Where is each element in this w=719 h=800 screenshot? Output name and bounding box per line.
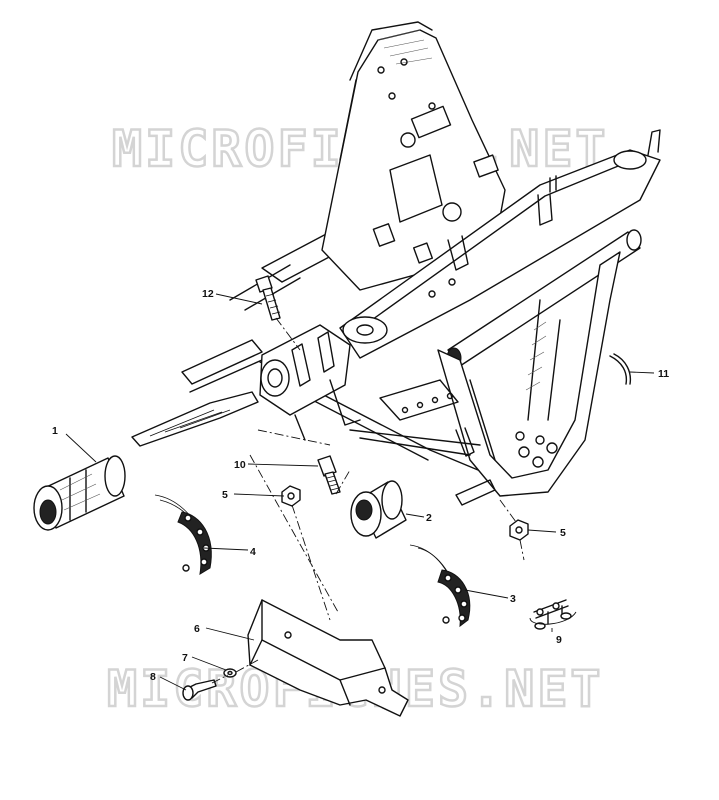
callout-5b: 5 xyxy=(560,527,566,539)
callout-labels: 1 2 3 4 5 5 6 7 8 9 10 11 12 xyxy=(52,288,669,683)
callout-11: 11 xyxy=(658,368,669,380)
callout-1: 1 xyxy=(52,425,58,437)
part-wheel-2 xyxy=(350,480,407,539)
callout-12: 12 xyxy=(202,288,214,300)
callout-3: 3 xyxy=(510,593,516,605)
part-roller-1 xyxy=(33,455,126,531)
callout-9: 9 xyxy=(556,634,562,646)
part-chain-4 xyxy=(154,494,212,575)
part-chain-3 xyxy=(409,544,471,628)
callout-8: 8 xyxy=(150,671,156,683)
upper-crossbar xyxy=(339,149,661,359)
part-nut-5b xyxy=(509,519,529,541)
part-bolt-12 xyxy=(255,275,281,321)
left-skid-rail xyxy=(131,391,259,447)
part-washer-7 xyxy=(223,668,237,678)
callout-4: 4 xyxy=(250,546,256,558)
part-link-kit-9 xyxy=(533,599,572,630)
alignment-lines xyxy=(211,317,525,684)
callout-2: 2 xyxy=(426,512,432,524)
part-bolt-10 xyxy=(317,455,341,495)
front-hoop xyxy=(437,251,621,497)
callout-5a: 5 xyxy=(222,489,228,501)
part-clip-11 xyxy=(609,353,632,385)
frame-assembly xyxy=(131,21,661,506)
callout-7: 7 xyxy=(182,652,188,664)
leader-lines xyxy=(65,293,655,691)
callout-10: 10 xyxy=(234,459,246,471)
callout-6: 6 xyxy=(194,623,200,635)
part-nut-5a xyxy=(281,485,301,507)
part-guard-6 xyxy=(247,599,409,717)
